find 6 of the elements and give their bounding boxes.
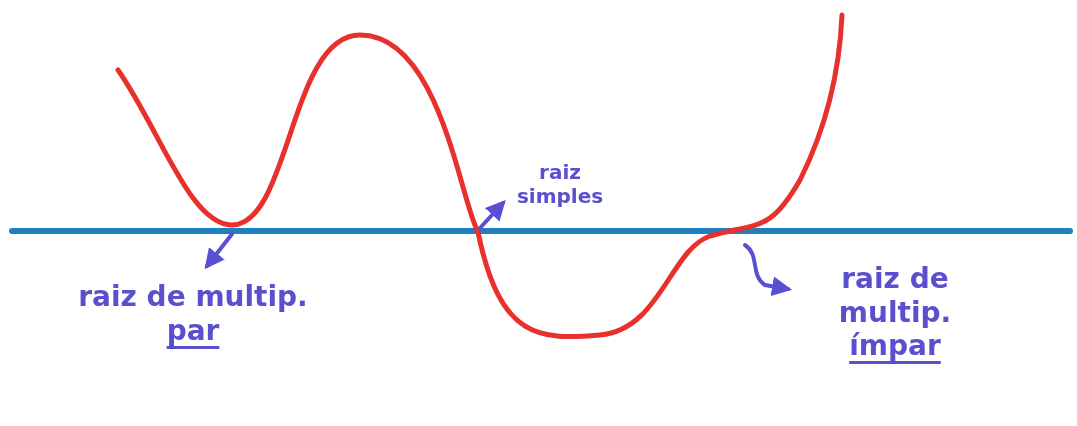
annotation-text: raiz de multip. par <box>8 280 378 348</box>
leader-line <box>204 232 234 270</box>
leader-line <box>478 200 506 230</box>
annotation-text: raiz simples <box>505 160 615 208</box>
annotation-text: raiz de multip. ímpar <box>795 262 995 363</box>
leader-line <box>743 243 792 297</box>
